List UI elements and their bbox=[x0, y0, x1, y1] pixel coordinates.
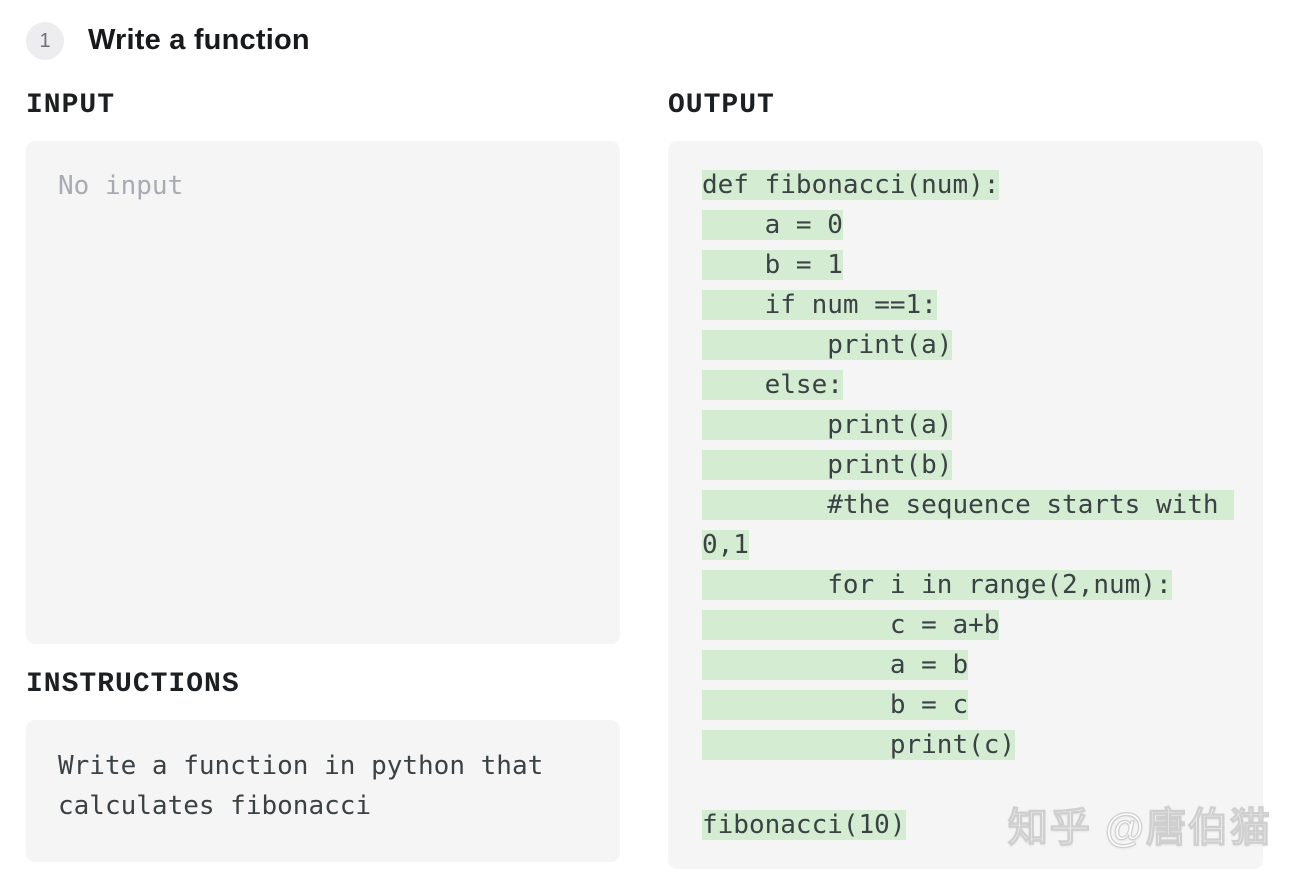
output-label: OUTPUT bbox=[668, 90, 775, 121]
instructions-label: INSTRUCTIONS bbox=[26, 669, 240, 700]
input-label: INPUT bbox=[26, 90, 116, 121]
right-column: OUTPUT def fibonacci(num): a = 0 b = 1 i… bbox=[668, 90, 1263, 869]
instructions-text: Write a function in python that calculat… bbox=[58, 751, 559, 821]
step-number-badge: 1 bbox=[26, 22, 64, 60]
left-column: INPUT No input INSTRUCTIONS Write a func… bbox=[26, 90, 620, 869]
output-code: def fibonacci(num): a = 0 b = 1 if num =… bbox=[702, 170, 1235, 840]
page-title: Write a function bbox=[88, 24, 310, 57]
input-field[interactable]: No input bbox=[26, 141, 620, 644]
output-panel: def fibonacci(num): a = 0 b = 1 if num =… bbox=[668, 141, 1263, 869]
input-placeholder: No input bbox=[58, 171, 184, 201]
task-header: 1 Write a function bbox=[26, 22, 1302, 60]
instructions-field[interactable]: Write a function in python that calculat… bbox=[26, 720, 620, 862]
content-columns: INPUT No input INSTRUCTIONS Write a func… bbox=[26, 90, 1302, 869]
